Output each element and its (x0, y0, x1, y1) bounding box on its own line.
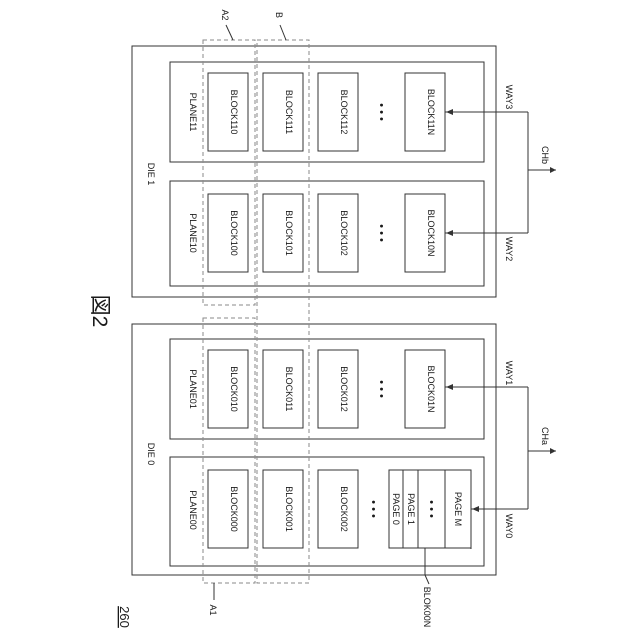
pages-ellipsis: • • • (425, 500, 437, 518)
block-112-label: BLOCK112 (339, 90, 349, 135)
die-0-label: DIE 0 (146, 443, 156, 466)
block-000-label: BLOCK000 (229, 486, 239, 532)
block-001-box (263, 470, 303, 548)
block-010-label: BLOCK010 (229, 366, 239, 412)
plane-00-ellipsis: • • • (367, 500, 379, 518)
page-0-label: PAGE 0 (391, 493, 401, 525)
plane-11-ellipsis: • • • (375, 103, 387, 121)
block-100-box (208, 194, 248, 272)
reference-numeral: 260 (117, 606, 132, 628)
cha-arrowhead (550, 448, 556, 454)
b-leader (280, 25, 286, 40)
blok00n-label: BLOK00N (422, 587, 432, 628)
block-110-box (208, 73, 248, 151)
block-11n-box (405, 73, 445, 151)
a2-label: A2 (220, 9, 230, 20)
block-011-label: BLOCK011 (284, 367, 294, 412)
block-10n-label: BLOCK10N (426, 209, 436, 256)
figure-number: 図2 (88, 295, 111, 328)
page-m-label: PAGE M (453, 492, 463, 526)
cha-label: CHa (540, 427, 550, 445)
block-100-label: BLOCK100 (229, 210, 239, 256)
a1-label: A1 (208, 604, 218, 615)
die-1-label: DIE 1 (146, 163, 156, 186)
chb-arrowhead (550, 167, 556, 173)
block-000-box (208, 470, 248, 548)
way1-label: WAY1 (504, 361, 514, 386)
plane-01-ellipsis: • • • (375, 380, 387, 398)
block-102-label: BLOCK102 (339, 210, 349, 256)
way3-label: WAY3 (504, 85, 514, 110)
a2-leader (226, 25, 233, 40)
block-112-box (318, 73, 358, 151)
block-102-box (318, 194, 358, 272)
block-010-box (208, 350, 248, 428)
block-110-label: BLOCK110 (229, 90, 239, 135)
block-01n-box (405, 350, 445, 428)
block-10n-box (405, 194, 445, 272)
block-101-box (263, 194, 303, 272)
block-01n-label: BLOCK01N (426, 365, 436, 412)
way0-label: WAY0 (504, 514, 514, 539)
chb-label: CHb (540, 146, 550, 164)
plane-01-label: PLANE01 (188, 369, 198, 409)
block-11n-label: BLOCK11N (426, 89, 436, 135)
plane-10-ellipsis: • • • (375, 224, 387, 242)
plane-10-label: PLANE10 (188, 213, 198, 253)
way2-label: WAY2 (504, 237, 514, 262)
page-1-label: PAGE 1 (406, 493, 416, 525)
block-101-label: BLOCK101 (284, 210, 294, 256)
block-002-label: BLOCK002 (339, 486, 349, 532)
block-012-label: BLOCK012 (339, 366, 349, 412)
block-001-label: BLOCK001 (284, 486, 294, 532)
block-002-box (318, 470, 358, 548)
block-011-box (263, 350, 303, 428)
b-label: B (274, 12, 284, 18)
plane-00-label: PLANE00 (188, 490, 198, 530)
block-111-box (263, 73, 303, 151)
block-111-label: BLOCK111 (284, 90, 294, 134)
block-012-box (318, 350, 358, 428)
plane-11-label: PLANE11 (188, 93, 198, 132)
